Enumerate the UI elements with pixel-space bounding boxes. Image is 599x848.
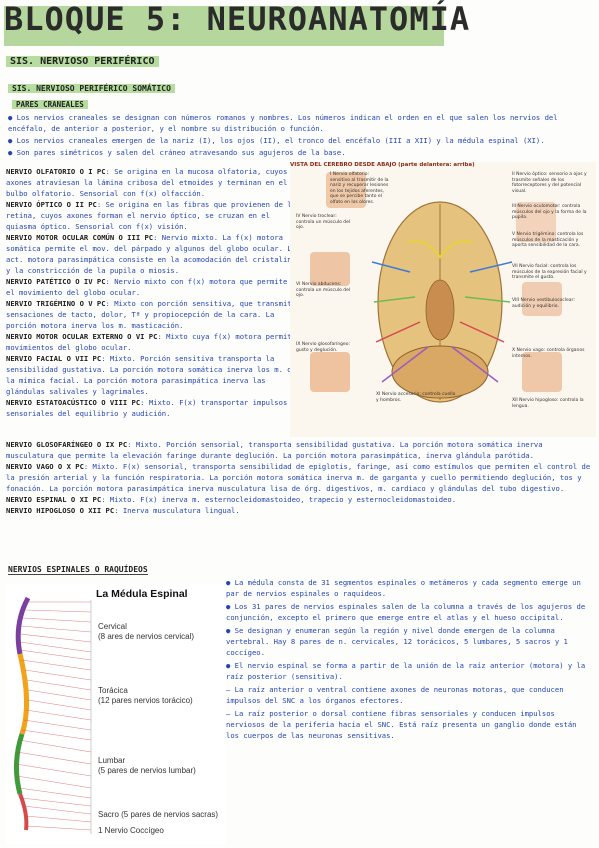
brain-label: VI Nervio abducens: controla un músculo … <box>296 282 351 298</box>
nerve-item: NERVIO OLFATORIO O I PC: Se origina en l… <box>6 167 288 198</box>
nerve-name: NERVIO TRIGÉMINO O V PC <box>6 299 106 308</box>
nerve-desc: Se origina en las fibras que provienen d… <box>6 200 296 231</box>
nerve-desc: Nervio mixto. La f(x) motora somática pe… <box>6 233 296 275</box>
bullet-item: – La raíz posterior o dorsal contiene fi… <box>226 708 592 741</box>
nerve-item: NERVIO ÓPTICO O II PC: Se origina en las… <box>6 200 296 231</box>
brain-label: XI Nervio accesorio: controla cuello y h… <box>376 392 456 403</box>
region-lumbar: Lumbar (5 pares de nervios lumbar) <box>98 756 196 776</box>
bullet-text: La médula consta de 31 segmentos espinal… <box>226 578 581 598</box>
nerve-item: NERVIO MOTOR OCULAR COMÚN O III PC: Nerv… <box>6 233 296 275</box>
spinal-svg <box>6 584 226 844</box>
brain-label: V Nervio trigémino: controla los músculo… <box>512 232 584 248</box>
bullet-text: Los nervios craneales se designan con nú… <box>8 113 558 133</box>
nerve-desc: Mixto. F(x) sensorial, transporta sensib… <box>6 462 591 493</box>
nerve-desc: Mixto. Porción sensorial, transporta sen… <box>6 440 543 460</box>
spinal-bullets: ● La médula consta de 31 segmentos espin… <box>226 577 592 743</box>
nerve-desc: Mixto. Porción sensitiva transporta la s… <box>6 354 296 396</box>
page-title-text: BLOQUE 5: NEUROANATOMÍA <box>4 0 471 38</box>
nerve-name: NERVIO HIPOGLOSO O XII PC <box>6 506 115 515</box>
brain-label: I Nervio olfatorio: sensitivo al trasmit… <box>330 172 389 205</box>
region-name: Cervical <box>98 622 127 631</box>
bullet-item: ● Los 31 pares de nervios espinales sale… <box>226 602 586 622</box>
nerve-name: NERVIO MOTOR OCULAR COMÚN O III PC <box>6 233 154 242</box>
brain-illustration <box>290 162 596 437</box>
brain-figure-title: VISTA DEL CEREBRO DESDE ABAJO (parte del… <box>290 162 475 168</box>
nerve-desc: Mixto con porción sensitiva, que transmi… <box>6 299 296 330</box>
brain-svg <box>290 162 596 437</box>
nerve-item: NERVIO FACIAL O VII PC: Mixto. Porción s… <box>6 354 296 396</box>
nerve-item: NERVIO ESPINAL O XI PC: Mixto. F(x) iner… <box>6 495 457 504</box>
nerve-desc: Mixto. F(x) transportar impulsos sensori… <box>6 398 288 418</box>
brain-label: IX Nervio glosofaríngeo: gusto y degluci… <box>296 342 351 353</box>
nerve-name: NERVIO VAGO O X PC <box>6 462 84 471</box>
bullet-item: – La raíz anterior o ventral contiene ax… <box>226 684 592 706</box>
brain-label: XII Nervio hipogloso: controla la lengua… <box>512 398 584 409</box>
cranial-nerves-wide-list: NERVIO GLOSOFARÍNGEO O IX PC: Mixto. Por… <box>6 439 592 516</box>
bullet-item: ● El nervio espinal se forma a partir de… <box>226 661 586 681</box>
bullet-text: El nervio espinal se forma a partir de l… <box>226 661 586 681</box>
spinal-heading: NERVIOS ESPINALES O RAQUÍDEOS <box>8 565 148 575</box>
bullet-text: Los nervios craneales emergen de la nari… <box>16 136 545 145</box>
nerve-item: NERVIO VAGO O X PC: Mixto. F(x) sensoria… <box>6 462 591 493</box>
nerve-item: NERVIO ESTATOACÚSTICO O VIII PC: Mixto. … <box>6 398 288 418</box>
bullet-text: – La raíz posterior o dorsal contiene fi… <box>226 709 577 740</box>
nerve-name: NERVIO FACIAL O VII PC <box>6 354 102 363</box>
bullet-item: ● Se designan y enumeran según la región… <box>226 626 568 657</box>
bullet-item: ● Los nervios craneales se designan con … <box>8 113 558 133</box>
cranial-heading: PARES CRANEALES <box>12 100 88 109</box>
region-coccygeal: 1 Nervio Coccígeo <box>98 826 164 835</box>
brain-label: VII Nervio facial: controla los músculos… <box>512 264 587 280</box>
nerve-item: NERVIO GLOSOFARÍNGEO O IX PC: Mixto. Por… <box>6 440 543 460</box>
nerve-item: NERVIO HIPOGLOSO O XII PC: Inerva muscul… <box>6 506 240 515</box>
cranial-bullets: ● Los nervios craneales se designan con … <box>8 112 588 159</box>
nerve-name: NERVIO OLFATORIO O I PC <box>6 167 106 176</box>
spinal-figure <box>6 584 226 844</box>
bullet-item: ● Los nervios craneales emergen de la na… <box>8 136 545 145</box>
nerve-desc: Se origina en la mucosa olfatoria, cuyos… <box>6 167 288 198</box>
nerve-desc: Nervio mixto con f(x) motora que permite… <box>6 277 288 297</box>
bullet-text: Son pares simétricos y salen del cráneo … <box>16 148 346 157</box>
spinal-figure-title: La Médula Espinal <box>96 588 188 600</box>
section-heading: SIS. NERVIOSO PERIFÉRICO <box>6 56 159 67</box>
bullet-item: ● La médula consta de 31 segmentos espin… <box>226 578 581 598</box>
nerve-desc: Mixto cuya f(x) motora permite movimient… <box>6 332 296 352</box>
nerve-item: NERVIO TRIGÉMINO O V PC: Mixto con porci… <box>6 299 296 330</box>
region-sacral: Sacro (5 pares de nervios sacras) <box>98 810 219 819</box>
region-detail: (12 pares nervios torácico) <box>98 696 193 705</box>
bullet-text: Los 31 pares de nervios espinales salen … <box>226 602 586 622</box>
region-detail: (8 ares de nervios cervical) <box>98 632 195 641</box>
section-heading-text: SIS. NERVIOSO PERIFÉRICO <box>6 56 159 67</box>
spinal-heading-text: NERVIOS ESPINALES O RAQUÍDEOS <box>8 565 148 575</box>
subsection-heading-text: SIS. NERVIOSO PERIFÉRICO SOMÁTICO <box>8 84 175 93</box>
nerve-item: NERVIO MOTOR OCULAR EXTERNO O VI PC: Mix… <box>6 332 296 352</box>
nerve-name: NERVIO GLOSOFARÍNGEO O IX PC <box>6 440 128 449</box>
region-detail: (5 pares de nervios lumbar) <box>98 766 196 775</box>
region-thoracic: Torácica (12 pares nervios torácico) <box>98 686 193 706</box>
nerve-name: NERVIO ÓPTICO O II PC <box>6 200 97 209</box>
page-title: BLOQUE 5: NEUROANATOMÍA <box>4 0 471 46</box>
nerve-name: NERVIO ESTATOACÚSTICO O VIII PC <box>6 398 141 407</box>
brain-label: VIII Nervio vestibulococlear: audición y… <box>512 298 575 309</box>
nerve-desc: Mixto. F(x) inerva m. esternocleidomasto… <box>109 495 457 504</box>
region-name: Torácica <box>98 686 128 695</box>
cranial-nerves-list: NERVIO OLFATORIO O I PC: Se origina en l… <box>6 166 296 419</box>
bullet-item: ● Son pares simétricos y salen del cráne… <box>8 148 346 157</box>
cranial-heading-text: PARES CRANEALES <box>12 100 88 109</box>
nerve-name: NERVIO ESPINAL O XI PC <box>6 495 102 504</box>
bullet-text: – La raíz anterior o ventral contiene ax… <box>226 685 564 705</box>
brain-label: III Nervio oculomotor: controla músculos… <box>512 204 587 220</box>
nerve-name: NERVIO MOTOR OCULAR EXTERNO O VI PC <box>6 332 158 341</box>
region-name: Lumbar <box>98 756 126 765</box>
nerve-name: NERVIO PATÉTICO O IV PC <box>6 277 106 286</box>
subsection-heading: SIS. NERVIOSO PERIFÉRICO SOMÁTICO <box>8 84 175 93</box>
brain-label: IV Nervio troclear: controla un músculo … <box>296 214 351 230</box>
brain-label: X Nervio vago: controla órganos internos… <box>512 348 585 359</box>
region-cervical: Cervical (8 ares de nervios cervical) <box>98 622 194 642</box>
brain-label: II Nervio óptico: sensorio a ojos y tras… <box>512 172 587 194</box>
nerve-item: NERVIO PATÉTICO O IV PC: Nervio mixto co… <box>6 277 288 297</box>
nerve-desc: Inerva musculatura lingual. <box>122 506 240 515</box>
bullet-text: Se designan y enumeran según la región y… <box>226 626 568 657</box>
